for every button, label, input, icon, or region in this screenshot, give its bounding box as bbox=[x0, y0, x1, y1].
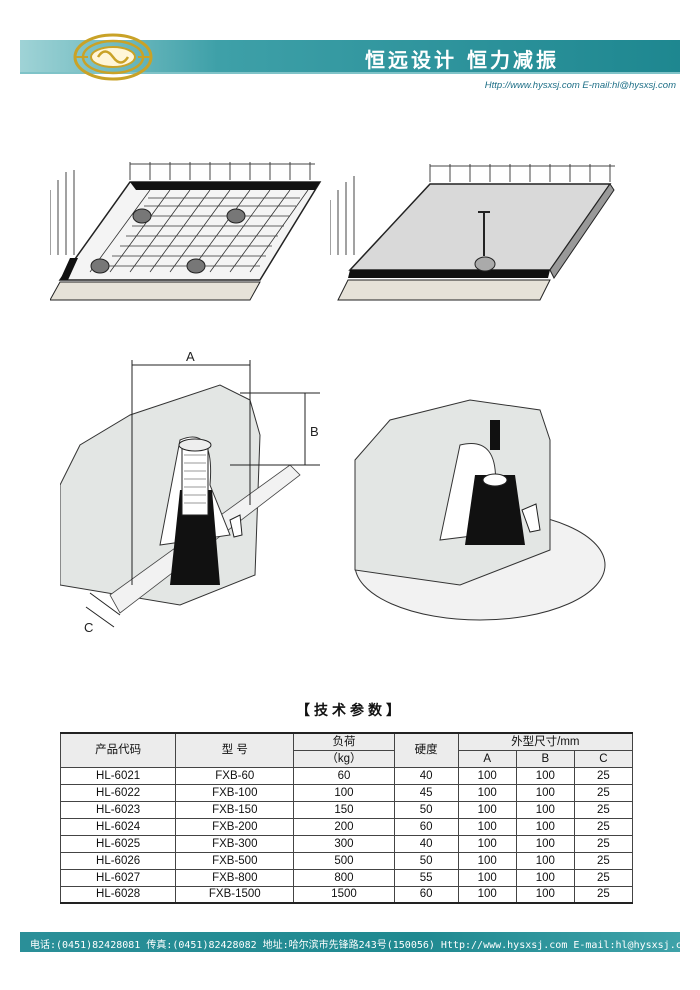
table-cell-load: 150 bbox=[293, 800, 395, 819]
table-cell-a: 100 bbox=[457, 851, 517, 870]
mount-installed-illustration bbox=[354, 399, 606, 621]
table-cell-code: HL-6028 bbox=[59, 885, 177, 904]
table-cell-a: 100 bbox=[457, 834, 517, 853]
table-cell-code: HL-6023 bbox=[59, 800, 177, 819]
table-cell-b: 100 bbox=[515, 800, 575, 819]
table-cell-c: 25 bbox=[573, 834, 634, 853]
dim-b-label: B bbox=[310, 424, 319, 439]
table-cell-hardness: 50 bbox=[393, 800, 459, 819]
table-cell-model: FXB-150 bbox=[175, 800, 295, 819]
table-cell-hardness: 60 bbox=[393, 885, 459, 904]
table-cell-a: 100 bbox=[457, 885, 517, 904]
table-cell-b: 100 bbox=[515, 783, 575, 802]
table-cell-b: 100 bbox=[515, 885, 575, 904]
table-cell-c: 25 bbox=[573, 868, 634, 887]
table-cell-code: HL-6027 bbox=[59, 868, 177, 887]
table-cell-code: HL-6025 bbox=[59, 834, 177, 853]
col-b-header: B bbox=[515, 749, 575, 768]
col-code-header: 产品代码 bbox=[59, 732, 177, 768]
table-cell-c: 25 bbox=[573, 783, 634, 802]
floor-grid-illustration bbox=[50, 162, 322, 301]
table-cell-a: 100 bbox=[457, 783, 517, 802]
table-cell-a: 100 bbox=[457, 868, 517, 887]
finished-slab-illustration bbox=[330, 164, 615, 301]
table-cell-b: 100 bbox=[515, 851, 575, 870]
footer-bar bbox=[20, 932, 680, 952]
table-cell-hardness: 55 bbox=[393, 868, 459, 887]
table-cell-load: 500 bbox=[293, 851, 395, 870]
company-logo-icon bbox=[73, 33, 153, 81]
table-cell-c: 25 bbox=[573, 817, 634, 836]
table-cell-model: FXB-300 bbox=[175, 834, 295, 853]
col-a-header: A bbox=[457, 749, 517, 768]
table-cell-code: HL-6021 bbox=[59, 766, 177, 785]
col-load-header: 负荷 bbox=[293, 732, 395, 751]
col-load-unit: （kg） bbox=[293, 749, 395, 768]
table-cell-load: 300 bbox=[293, 834, 395, 853]
col-model-header: 型 号 bbox=[175, 732, 295, 768]
header-contact: Http://www.hysxsj.com E-mail:hl@hysxsj.c… bbox=[484, 80, 676, 91]
table-cell-model: FXB-800 bbox=[175, 868, 295, 887]
dim-a-label: A bbox=[186, 349, 195, 364]
table-cell-c: 25 bbox=[573, 885, 634, 904]
table-cell-model: FXB-200 bbox=[175, 817, 295, 836]
header-underline bbox=[20, 72, 680, 74]
dim-c-label: C bbox=[84, 620, 94, 635]
table-cell-load: 200 bbox=[293, 817, 395, 836]
header-slogan: 恒远设计 恒力减振 bbox=[365, 48, 559, 72]
table-cell-code: HL-6024 bbox=[59, 817, 177, 836]
table-cell-load: 100 bbox=[293, 783, 395, 802]
table-cell-load: 60 bbox=[293, 766, 395, 785]
table-cell-b: 100 bbox=[515, 868, 575, 887]
table-cell-a: 100 bbox=[457, 800, 517, 819]
table-cell-hardness: 45 bbox=[393, 783, 459, 802]
table-cell-model: FXB-100 bbox=[175, 783, 295, 802]
table-cell-b: 100 bbox=[515, 766, 575, 785]
table-cell-load: 1500 bbox=[293, 885, 395, 904]
footer-contact: 电话:(0451)82428081 传真:(0451)82428082 地址:哈… bbox=[30, 940, 694, 951]
col-c-header: C bbox=[573, 749, 634, 768]
table-cell-hardness: 40 bbox=[393, 766, 459, 785]
table-cell-a: 100 bbox=[457, 766, 517, 785]
mount-cross-section-illustration bbox=[60, 360, 320, 628]
table-cell-code: HL-6022 bbox=[59, 783, 177, 802]
table-cell-model: FXB-1500 bbox=[175, 885, 295, 904]
table-cell-b: 100 bbox=[515, 834, 575, 853]
table-cell-c: 25 bbox=[573, 800, 634, 819]
table-cell-code: HL-6026 bbox=[59, 851, 177, 870]
table-cell-load: 800 bbox=[293, 868, 395, 887]
table-cell-hardness: 60 bbox=[393, 817, 459, 836]
table-cell-c: 25 bbox=[573, 851, 634, 870]
col-size-header: 外型尺寸/mm bbox=[457, 732, 634, 751]
table-cell-hardness: 40 bbox=[393, 834, 459, 853]
table-cell-b: 100 bbox=[515, 817, 575, 836]
tech-params-title: 【技术参数】 bbox=[296, 703, 404, 719]
table-cell-hardness: 50 bbox=[393, 851, 459, 870]
col-hardness-header: 硬度 bbox=[393, 732, 459, 768]
spec-table: 产品代码 型 号 负荷 硬度 外型尺寸/mm （kg） A B C HL-602… bbox=[59, 732, 634, 904]
table-cell-a: 100 bbox=[457, 817, 517, 836]
table-cell-c: 25 bbox=[573, 766, 634, 785]
table-cell-model: FXB-60 bbox=[175, 766, 295, 785]
table-cell-model: FXB-500 bbox=[175, 851, 295, 870]
